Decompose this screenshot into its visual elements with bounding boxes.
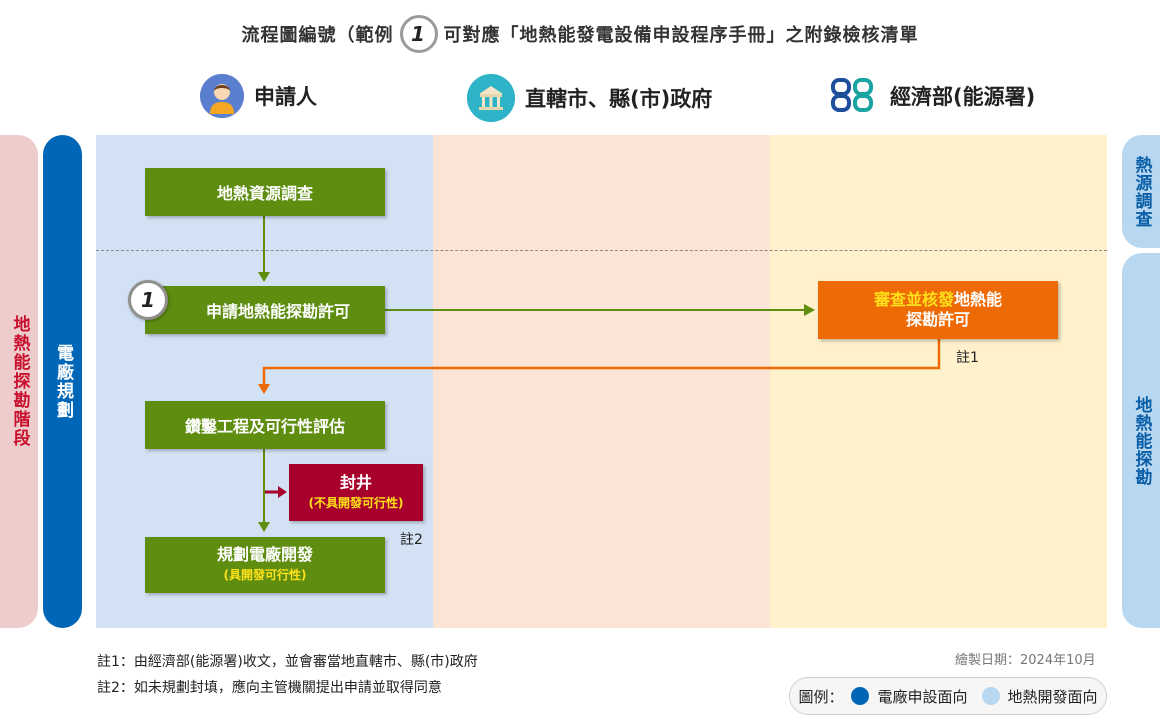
legend-light-blue-dot-icon <box>981 687 1000 705</box>
plant-planning-text: 電廠規劃 <box>53 343 73 420</box>
arrowhead-review-to-drilling <box>258 384 270 394</box>
heat-survey-label: 熱源調查 <box>1122 135 1160 248</box>
step-apply-permit: 申請地熱能探勘許可 <box>145 286 385 334</box>
title-before: 流程圖編號（範例 <box>241 25 394 46</box>
note2-tag: 註2 <box>400 532 423 548</box>
ministry-logo-icon <box>830 74 880 118</box>
lane-ministry <box>770 135 1107 628</box>
legend-dark-blue-dot-icon <box>851 687 870 705</box>
phase-label-text: 地熱能探勘階段 <box>9 315 30 448</box>
arrowhead-drilling-to-plan <box>258 522 270 532</box>
arrowhead-drilling-to-seal <box>278 486 287 498</box>
step-survey-label: 地熱資源調查 <box>216 184 313 203</box>
step-seal-sub: (不具開發可行性) <box>308 495 404 510</box>
step-seal-label: 封井 <box>339 472 372 492</box>
step-review-highlight: 審查並核發 <box>873 290 954 309</box>
footnote-2: 註2：如未規劃封填，應向主管機關提出申請並取得同意 <box>97 680 442 696</box>
exploration-text: 地熱能探勘 <box>1131 395 1152 486</box>
step-drilling-label: 鑽鑿工程及可行性評估 <box>184 417 345 436</box>
step-apply-label: 申請地熱能探勘許可 <box>205 302 350 321</box>
drawn-date: 繪製日期：2024年10月 <box>955 653 1096 668</box>
step-plan-label: 規劃電廠開發 <box>216 545 313 564</box>
section-divider <box>96 250 1107 251</box>
actor-applicant-label: 申請人 <box>254 85 317 109</box>
arrowhead-survey-to-apply <box>258 272 270 282</box>
diagram-title: 流程圖編號（範例 1 可對應「地熱能發電設備申設程序手冊」之附錄檢核清單 <box>0 14 1160 54</box>
step-review-line1: 審查並核發地熱能 <box>874 290 1002 310</box>
actor-government: 直轄市、縣(市)政府 <box>467 74 712 122</box>
legend-geothermal-label: 地熱開發面向 <box>1007 687 1098 706</box>
exploration-label: 地熱能探勘 <box>1122 253 1160 628</box>
title-step-number: 1 <box>399 15 438 53</box>
footnote-1: 註1：由經濟部(能源署)收文，並會審當地直轄市、縣(市)政府 <box>97 654 478 670</box>
actor-applicant: 申請人 <box>200 74 317 118</box>
arrowhead-apply-to-review <box>804 304 815 316</box>
government-building-icon <box>467 74 515 122</box>
step-number-badge: 1 <box>128 280 168 320</box>
step-plan-plant: 規劃電廠開發 (具開發可行性) <box>145 537 385 593</box>
legend-plant-label: 電廠申設面向 <box>877 687 968 706</box>
person-icon <box>200 74 244 118</box>
step-plan-sub: (具開發可行性) <box>223 568 307 582</box>
title-after: 可對應「地熱能發電設備申設程序手冊」之附錄檢核清單 <box>443 25 919 46</box>
actor-ministry-label: 經濟部(能源署) <box>890 85 1036 109</box>
step-drilling: 鑽鑿工程及可行性評估 <box>145 401 385 449</box>
note1-tag: 註1 <box>956 350 979 366</box>
legend-label: 圖例： <box>798 687 844 706</box>
phase-label: 地熱能探勘階段 <box>0 135 38 628</box>
actor-government-label: 直轄市、縣(市)政府 <box>525 87 713 111</box>
plant-planning-label: 電廠規劃 <box>43 135 82 628</box>
step-geothermal-survey: 地熱資源調查 <box>145 168 385 216</box>
step-review-issue: 審查並核發地熱能 探勘許可 <box>818 281 1058 339</box>
arrow-review-to-drilling <box>262 339 941 386</box>
legend: 圖例： 電廠申設面向 地熱開發面向 <box>789 677 1107 715</box>
lane-government <box>433 135 770 628</box>
step-review-line2: 探勘許可 <box>905 310 970 329</box>
actor-ministry: 經濟部(能源署) <box>830 74 1035 118</box>
heat-survey-text: 熱源調查 <box>1131 155 1152 228</box>
step-review-rest: 地熱能 <box>954 290 1003 309</box>
step-seal-well: 封井 (不具開發可行性) <box>289 464 423 521</box>
